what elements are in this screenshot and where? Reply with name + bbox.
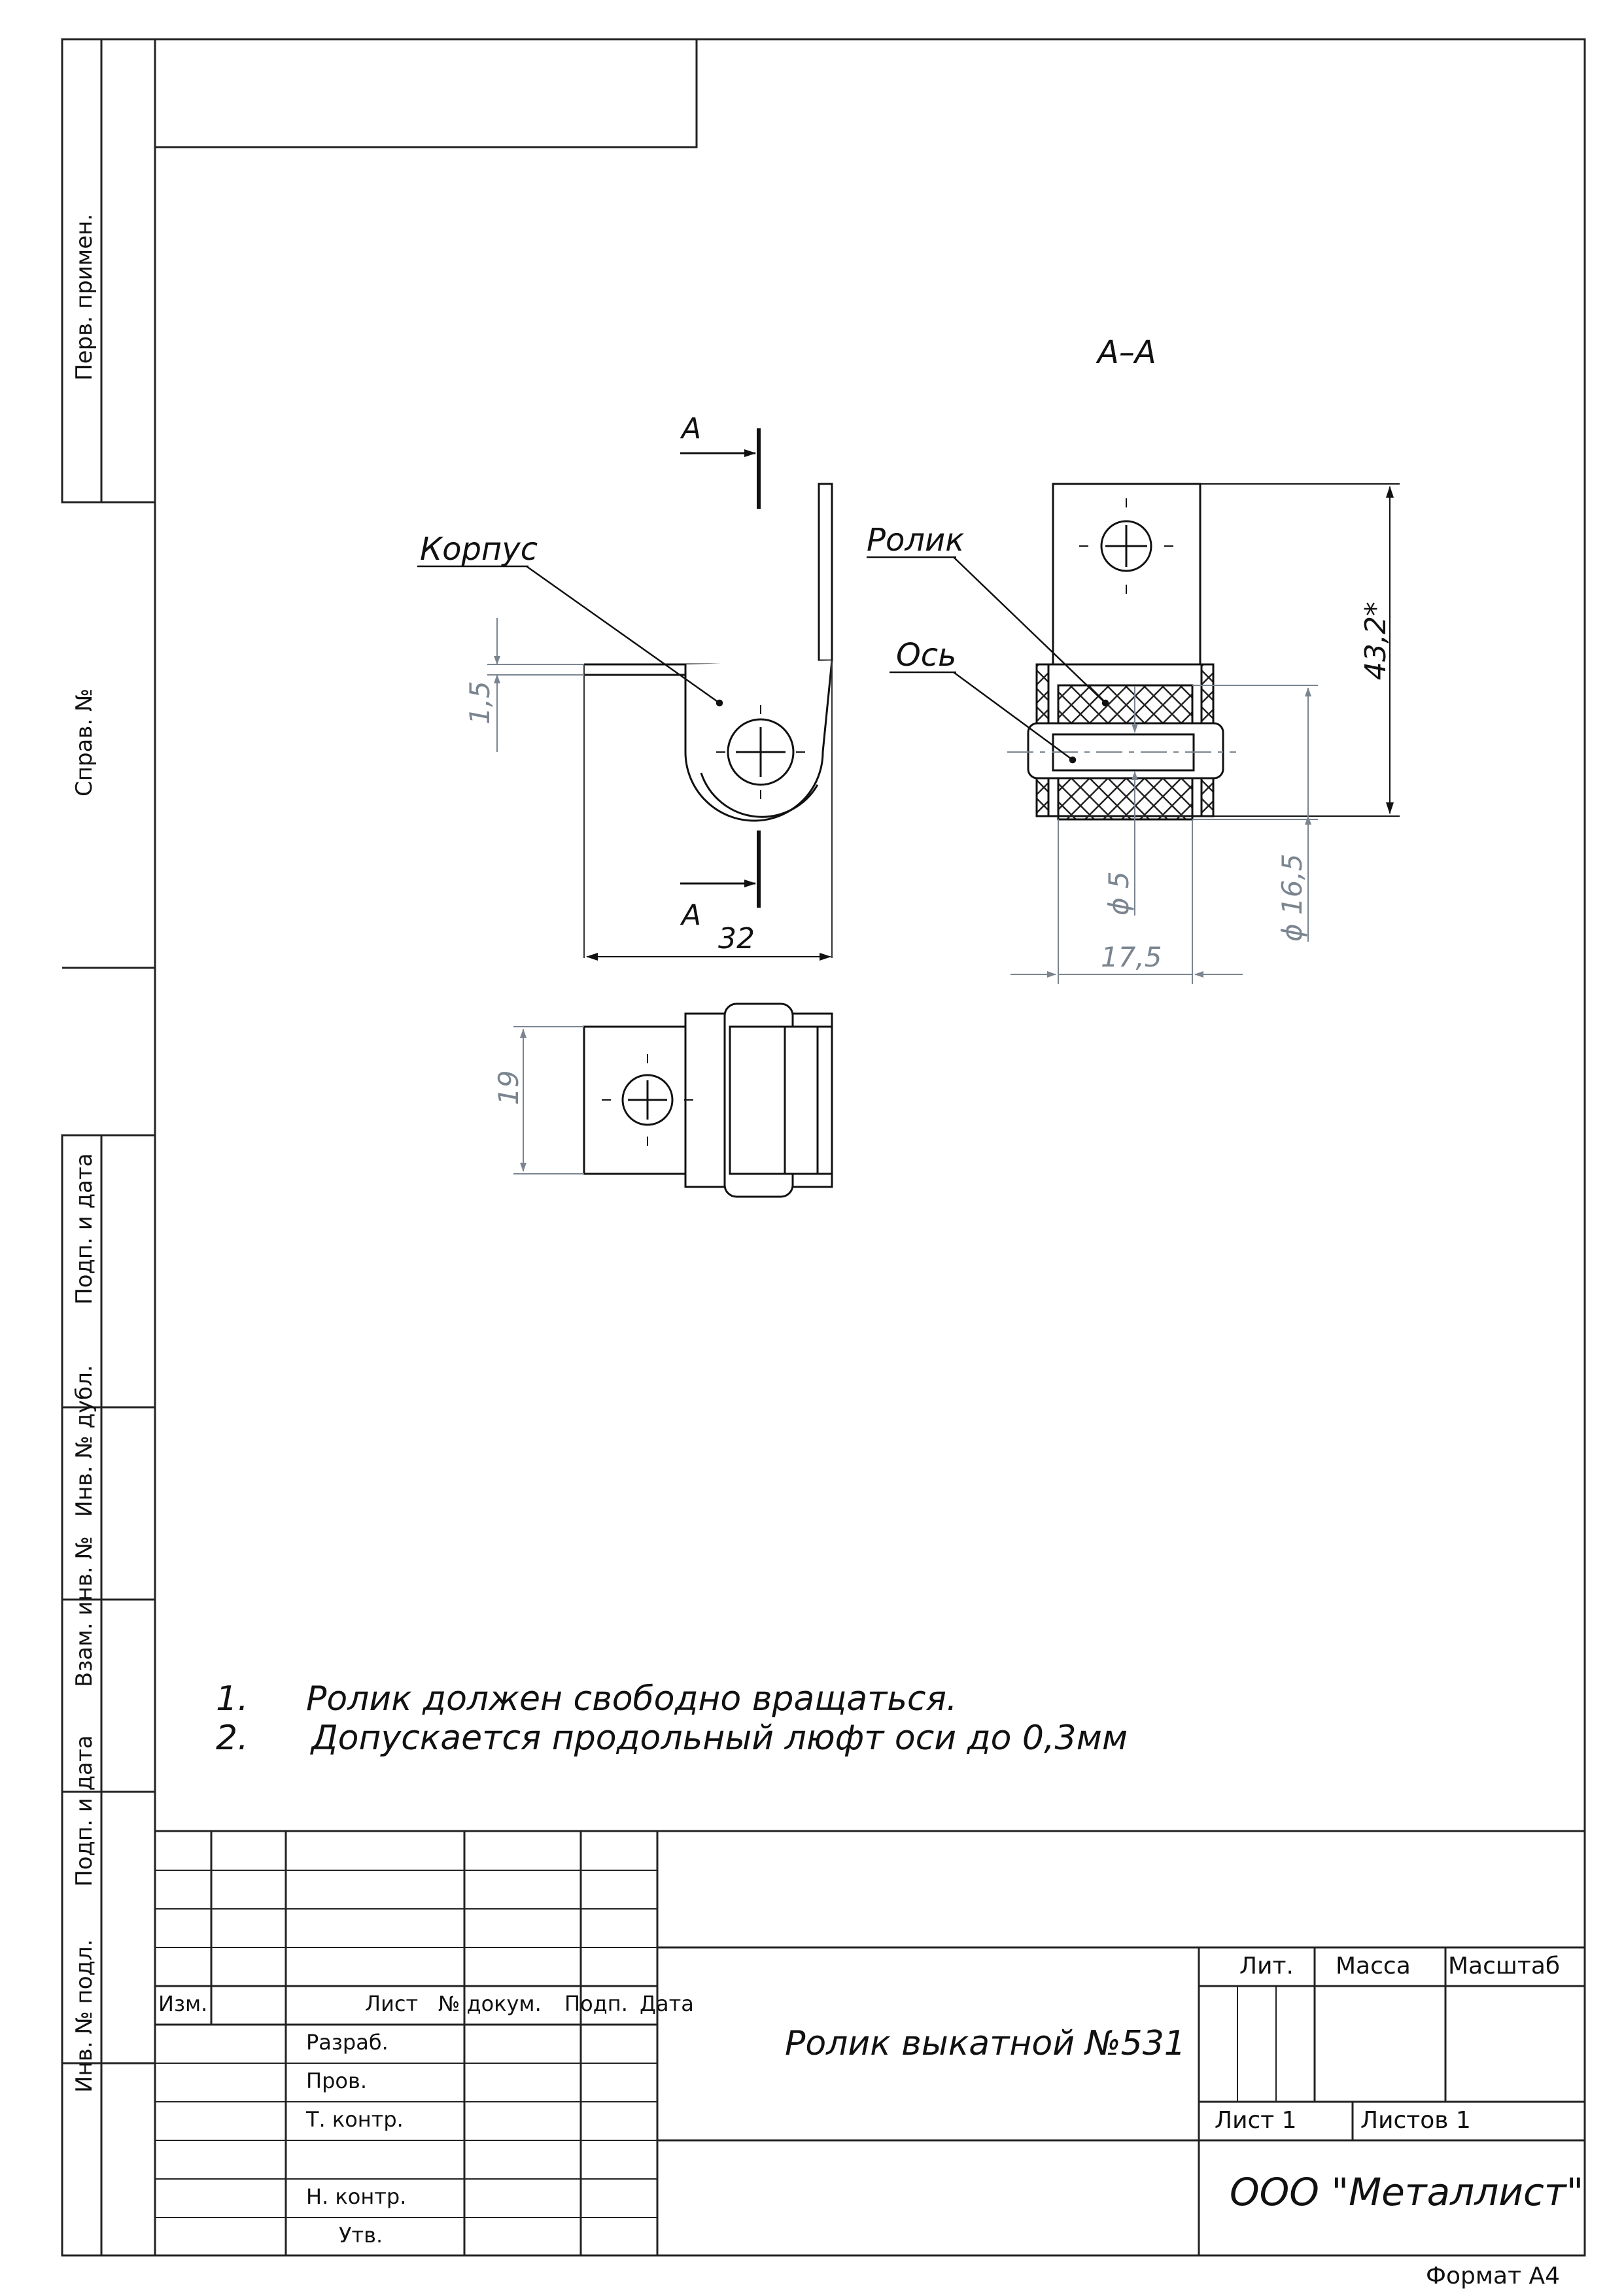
format-label: Формат А4	[1426, 2263, 1560, 2289]
col-podp: Подп.	[564, 1991, 628, 2016]
dimension-17-5	[1011, 819, 1243, 984]
row-prov: Пров.	[306, 2068, 367, 2093]
dim-phi16-5-label: ϕ 16,5	[1276, 853, 1308, 942]
leader-os	[890, 671, 1077, 764]
dim-phi5-label: ϕ 5	[1103, 871, 1135, 916]
frame	[61, 38, 1586, 2257]
dim-32-label: 32	[718, 922, 755, 955]
label-perv-primen: Перв. примен.	[71, 214, 97, 381]
col-no-dokum: № докум.	[438, 1991, 542, 2016]
col-izm: Изм.	[158, 1991, 207, 2016]
label-sprav-no: Справ. №	[71, 689, 97, 797]
dim-17-5-label: 17,5	[1101, 941, 1162, 973]
note-1-number: 1.	[216, 1679, 249, 1719]
dimension-1-5	[487, 618, 584, 752]
note-1-text: Ролик должен свободно вращаться.	[306, 1679, 957, 1719]
label-rolik: Ролик	[867, 522, 964, 558]
label-inv-no-dubl: Инв. № дубл.	[71, 1365, 97, 1517]
label-os: Ось	[896, 637, 956, 674]
label-korpus: Корпус	[420, 531, 538, 568]
section-view	[1007, 483, 1236, 821]
col-list: Лист	[365, 1991, 418, 2016]
cell-listov: Листов 1	[1360, 2107, 1471, 2134]
label-podp-data-2: Подп. и дата	[71, 1735, 97, 1887]
note-2-text: Допускается продольный люфт оси до 0,3мм	[310, 1719, 1128, 1758]
front-view	[583, 483, 833, 958]
cut-label-top: А	[680, 412, 701, 445]
row-razrab: Разраб.	[306, 2030, 389, 2055]
dimension-19	[513, 1026, 584, 1174]
dim-19-label: 19	[492, 1071, 525, 1105]
row-t-kontr: Т. контр.	[305, 2107, 404, 2132]
leader-rolik	[867, 556, 1109, 707]
cut-label-bottom: А	[680, 899, 701, 932]
designation: Ролик выкатной №531	[785, 2024, 1186, 2063]
section-title: А–А	[1096, 334, 1156, 371]
cell-massa: Масса	[1336, 1953, 1411, 1979]
row-utv: Утв.	[339, 2223, 383, 2248]
note-2-number: 2.	[216, 1719, 249, 1758]
label-podp-data-1: Подп. и дата	[71, 1153, 97, 1305]
section-cut-marks	[680, 428, 761, 908]
row-n-kontr: Н. контр.	[306, 2184, 406, 2209]
organization: ООО "Металлист"	[1230, 2170, 1583, 2214]
dim-1-5-label: 1,5	[464, 681, 496, 725]
cell-lit: Лит.	[1239, 1953, 1294, 1979]
col-data: Дата	[640, 1991, 694, 2016]
label-inv-no-podl: Инв. № подл.	[71, 1939, 97, 2093]
top-view	[583, 1002, 833, 1198]
technical-notes: 1. Ролик должен свободно вращаться. 2. Д…	[216, 1679, 1128, 1758]
cell-list: Лист 1	[1215, 2107, 1297, 2134]
title-block-labels: Изм. Лист № докум. Подп. Дата Разраб. Пр…	[158, 1953, 1560, 2289]
label-vzam-inv-no: Взам. инв. №	[71, 1536, 97, 1687]
side-margin-labels: Перв. примен. Справ. № Подп. и дата Инв.…	[71, 214, 97, 2093]
dim-43-2-label: 43,2*	[1359, 602, 1392, 680]
dimension-phi16-5	[1192, 685, 1318, 942]
leader-korpus	[417, 565, 723, 707]
title-block	[155, 1830, 1585, 2255]
cell-masshtab: Масштаб	[1448, 1953, 1560, 1979]
